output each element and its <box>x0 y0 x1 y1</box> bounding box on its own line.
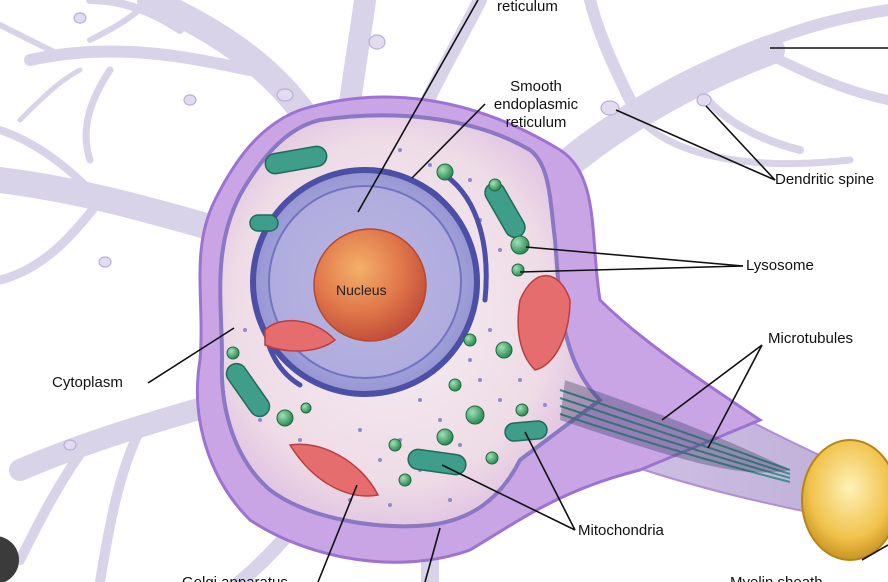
mitochondria-shapes <box>225 145 548 476</box>
label-smooth-er-line1: Smooth <box>510 78 562 95</box>
label-dendritic-spine: Dendritic spine <box>775 171 875 188</box>
label-golgi: Golgi apparatus <box>182 574 288 582</box>
label-lysosome: Lysosome <box>746 257 814 274</box>
label-smooth-er-line3: reticulum <box>505 114 567 131</box>
leader-lines <box>147 0 888 582</box>
nucleolus <box>313 228 427 342</box>
label-cytoplasm: Cytoplasm <box>52 374 123 391</box>
golgi-apparatus <box>264 274 571 497</box>
label-smooth-er-line2: endoplasmic <box>493 96 579 113</box>
microtubule-bundle <box>559 389 791 483</box>
lysosomes <box>226 163 530 487</box>
label-nucleus: Nucleus <box>336 282 387 298</box>
label-smooth-er: Smooth endoplasmic reticulum <box>484 78 588 132</box>
label-mitochondria: Mitochondria <box>578 522 664 539</box>
dendritic-spines <box>63 12 712 451</box>
label-rough-er: reticulum <box>497 0 558 15</box>
label-microtubules: Microtubules <box>768 330 854 347</box>
corner-shape <box>0 536 19 582</box>
label-myelin: Myelin sheath <box>730 574 823 582</box>
myelin-sheath <box>801 439 888 561</box>
